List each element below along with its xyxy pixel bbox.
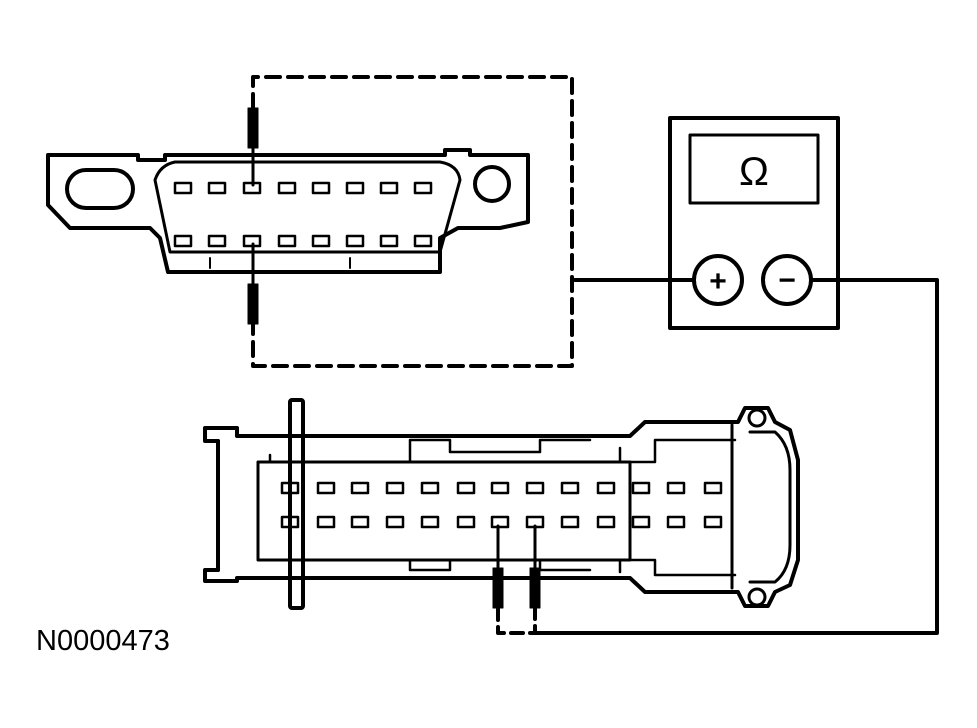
dlc-probe-lower — [247, 242, 259, 325]
dlc-connector — [46, 148, 530, 274]
module-pin-row-bottom — [280, 515, 723, 529]
module-probe-left — [492, 524, 504, 609]
negative-lead-wire — [533, 278, 939, 635]
module-jumper-dashed — [496, 606, 537, 635]
dlc-probe-upper — [247, 107, 259, 187]
positive-terminal — [692, 254, 744, 306]
figure-code: N0000473 — [36, 625, 170, 657]
ohm-symbol: Ω — [739, 150, 769, 194]
module-connector — [203, 398, 800, 610]
meter-display — [688, 133, 820, 205]
positive-terminal-label: + — [709, 265, 727, 298]
mounting-slot — [65, 168, 135, 210]
module-pin-row-top — [280, 481, 723, 495]
negative-terminal-label: − — [778, 264, 796, 297]
dlc-pin-row-bottom — [173, 234, 433, 248]
mounting-hole — [473, 165, 511, 203]
dlc-pin-row-top — [173, 181, 433, 195]
jumper-wire-dashed — [251, 75, 574, 368]
module-probe-right — [529, 524, 541, 609]
